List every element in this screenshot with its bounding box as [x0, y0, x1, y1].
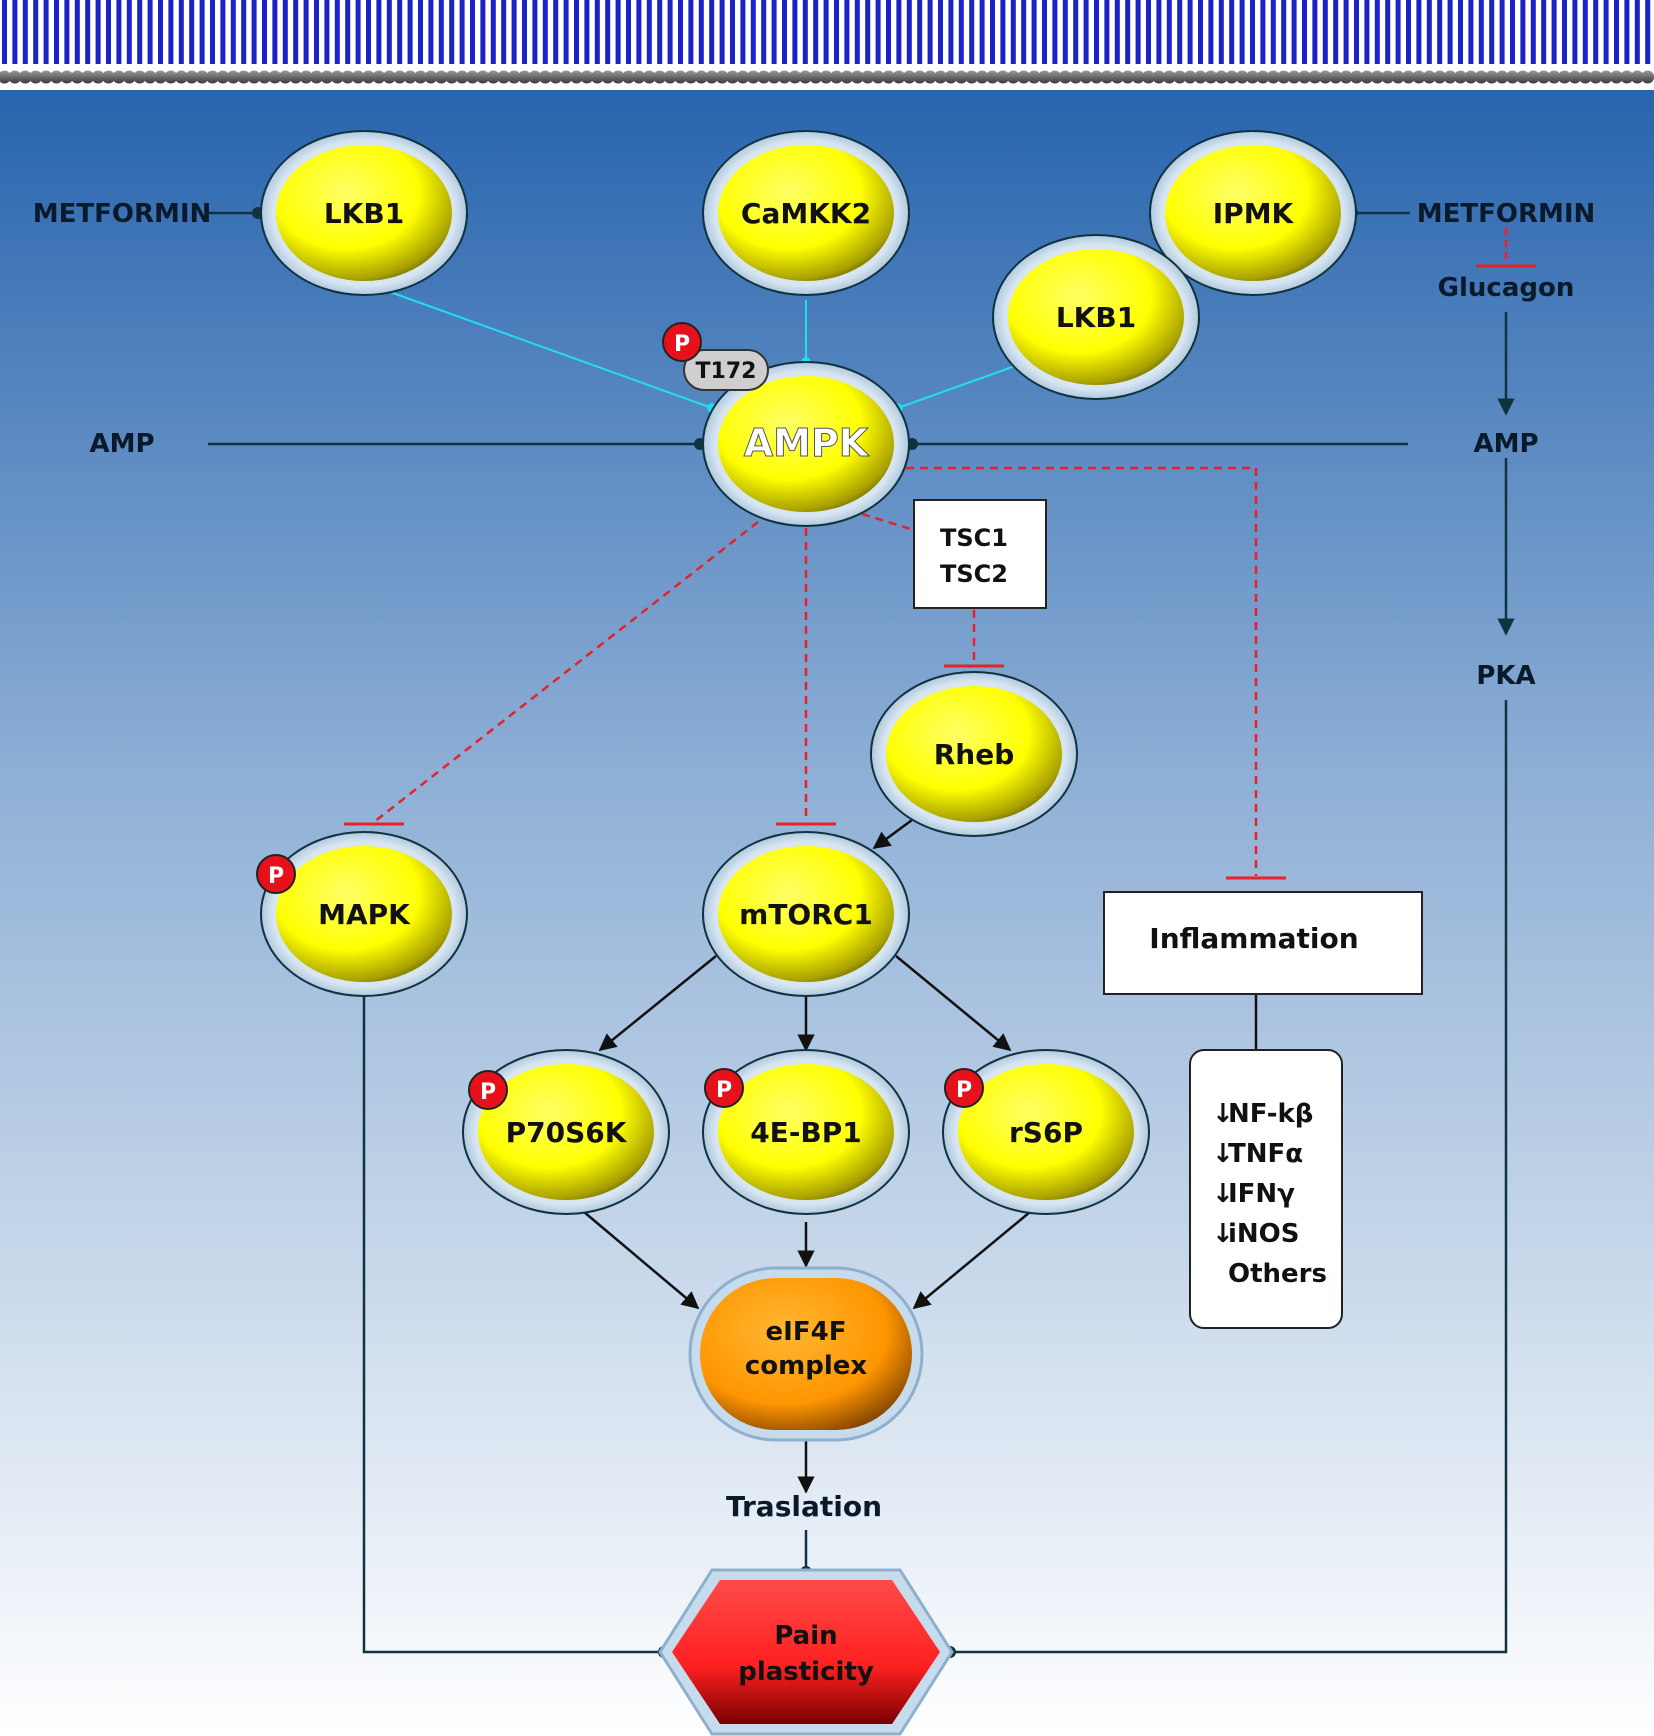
- node-rheb-label: Rheb: [934, 738, 1015, 771]
- mtorc1-to-p70s6k-line: [598, 955, 717, 1052]
- inflammation-box: Inflammation: [1103, 891, 1423, 995]
- phospho-badge-mapk-label: P: [268, 864, 284, 889]
- pain-label-line1: Pain: [774, 1621, 837, 1651]
- phospho-badge-4ebp1-label: P: [716, 1078, 732, 1103]
- node-eif4f-complex: eIF4F complex: [688, 1266, 924, 1442]
- node-mapk: MAPK: [260, 831, 468, 997]
- node-4ebp1: 4E-BP1: [702, 1049, 910, 1215]
- node-rs6p: rS6P: [942, 1049, 1150, 1215]
- node-mtorc1: mTORC1: [702, 831, 910, 997]
- amp-left-label: AMP: [89, 429, 154, 459]
- connectors: [205, 207, 1536, 1658]
- rheb-to-mtorc1-line: [872, 818, 913, 850]
- down-arrow-icon: ↓: [1212, 1139, 1234, 1169]
- traslation-label: Traslation: [726, 1490, 882, 1523]
- eif4f-label-line1: eIF4F: [766, 1317, 847, 1347]
- inflammation-marker-item: Others: [1228, 1259, 1327, 1289]
- inflammation-marker-item: ↓NF-kβ: [1212, 1099, 1313, 1129]
- metformin-right-label: METFORMIN: [1417, 199, 1596, 229]
- tsc-label-line2: TSC2: [940, 560, 1008, 588]
- node-ampk: AMPK: [702, 361, 910, 527]
- t172-label: T172: [696, 359, 757, 384]
- eif4f-label-line2: complex: [745, 1351, 868, 1381]
- ampk-inhibits-mapk-line: [373, 521, 759, 823]
- phospho-badge-rs6p: P: [944, 1068, 984, 1108]
- node-camkk2: CaMKK2: [702, 130, 910, 296]
- amp-right-label: AMP: [1473, 429, 1538, 459]
- node-lkb1-right: LKB1: [992, 234, 1200, 400]
- node-mtorc1-label: mTORC1: [739, 898, 873, 931]
- p70s6k-to-eif4f-line: [583, 1211, 700, 1310]
- glucagon-label: Glucagon: [1438, 273, 1575, 303]
- inflammation-label: Inflammation: [1149, 922, 1358, 955]
- inflammation-marker-label: NF-kβ: [1228, 1099, 1313, 1129]
- node-4ebp1-label: 4E-BP1: [750, 1116, 862, 1149]
- down-arrow-icon: ↓: [1212, 1219, 1234, 1249]
- node-mapk-label: MAPK: [318, 898, 411, 931]
- node-lkb1-right-label: LKB1: [1056, 301, 1136, 334]
- node-ipmk: IPMK: [1149, 130, 1357, 296]
- node-p70s6k-label: P70S6K: [506, 1116, 628, 1149]
- pka-to-pain-line: [944, 700, 1508, 1658]
- phospho-badge-p70s6k-label: P: [480, 1080, 496, 1105]
- lkb1-right-to-ampk-line: [893, 365, 1016, 413]
- node-lkb1-top-label: LKB1: [324, 197, 404, 230]
- lkb1-to-ampk-line: [389, 291, 717, 413]
- tsc-label-line1: TSC1: [940, 524, 1008, 552]
- pka-label: PKA: [1476, 661, 1535, 691]
- node-p70s6k: P70S6K: [462, 1049, 670, 1215]
- inflammation-marker-item: ↓iNOS: [1212, 1219, 1300, 1249]
- down-arrow-icon: ↓: [1212, 1179, 1234, 1209]
- pain-label-line2: plasticity: [738, 1657, 874, 1687]
- metformin-left-label: METFORMIN: [33, 199, 212, 229]
- phospho-badge-rs6p-label: P: [956, 1078, 972, 1103]
- cell-membrane: [0, 0, 1654, 84]
- phospho-badge-p70s6k: P: [468, 1070, 508, 1110]
- down-arrow-icon: ↓: [1212, 1099, 1234, 1129]
- node-rheb: Rheb: [870, 671, 1078, 837]
- t172-site: T172: [683, 349, 769, 391]
- ampk-to-tsc-line: [861, 512, 915, 532]
- mtorc1-to-rs6p-line: [895, 955, 1012, 1052]
- phospho-badge-4ebp1: P: [704, 1068, 744, 1108]
- phospho-badge-mapk: P: [256, 854, 296, 894]
- inflammation-marker-label: Others: [1228, 1259, 1327, 1289]
- inflammation-marker-item: ↓IFNγ: [1212, 1179, 1295, 1209]
- inflammation-marker-label: iNOS: [1228, 1219, 1300, 1249]
- node-rs6p-label: rS6P: [1009, 1116, 1083, 1149]
- tsc-box: TSC1 TSC2: [913, 499, 1047, 609]
- node-ipmk-label: IPMK: [1213, 197, 1295, 230]
- rs6p-to-eif4f-line: [912, 1211, 1031, 1310]
- phospho-badge-ampk: P: [662, 322, 702, 362]
- ampk-inhibits-inflammation-line: [906, 466, 1258, 876]
- node-camkk2-label: CaMKK2: [741, 197, 871, 230]
- phospho-badge-ampk-label: P: [674, 332, 690, 357]
- mapk-to-pain-line: [362, 996, 670, 1658]
- inflammation-marker-label: TNFα: [1228, 1139, 1303, 1169]
- inflammation-marker-item: ↓TNFα: [1212, 1139, 1303, 1169]
- inflammation-marker-label: IFNγ: [1228, 1179, 1295, 1209]
- node-lkb1-top: LKB1: [260, 130, 468, 296]
- node-ampk-label: AMPK: [744, 421, 870, 465]
- node-pain-plasticity: Pain plasticity: [658, 1568, 954, 1736]
